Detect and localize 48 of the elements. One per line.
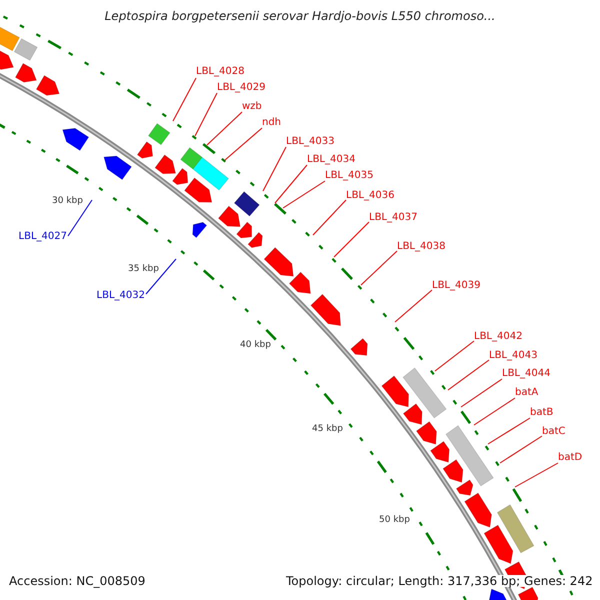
gene-label: LBL_4042 <box>474 331 522 343</box>
leader-line <box>500 436 542 464</box>
gene-label: LBL_4044 <box>502 368 550 380</box>
gene-label: LBL_4034 <box>307 154 356 166</box>
gene-label: ndh <box>262 117 282 129</box>
leader-line <box>172 78 196 122</box>
gene-label: batB <box>530 407 554 419</box>
leader-line <box>434 340 474 372</box>
gene-label: LBL_4027 <box>18 231 67 243</box>
leader-line <box>312 200 346 236</box>
gene-label: LBL_4035 <box>325 170 374 182</box>
leader-line <box>394 290 432 322</box>
gene-label: LBL_4033 <box>286 136 334 148</box>
leader-line <box>262 146 286 192</box>
gene-label: LBL_4036 <box>346 190 394 202</box>
scale-label: 45 kbp <box>312 423 343 435</box>
accession-text: Accession: NC_008509 <box>9 575 146 587</box>
gene-label: LBL_4037 <box>369 212 418 224</box>
leader-line <box>206 112 242 146</box>
gene-label: LBL_4039 <box>432 280 480 292</box>
leader-line <box>448 360 490 390</box>
gene-label: LBL_4043 <box>489 350 538 362</box>
gene-label: wzb <box>242 101 262 113</box>
leader-line <box>488 418 530 444</box>
map-title: Leptospira borgpetersenii serovar Hardjo-bovis L550 chromoso... <box>104 10 496 22</box>
scale-label: 50 kbp <box>379 514 410 526</box>
gene-label: LBL_4029 <box>217 82 266 94</box>
leader-line <box>474 398 516 426</box>
genome-summary: Topology: circular; Length: 317,336 bp; Genes: 242 <box>286 575 593 587</box>
leader-line <box>360 250 398 286</box>
leader-line <box>194 92 218 136</box>
leader-line <box>282 180 326 208</box>
leader-line <box>334 222 370 258</box>
scale-label: 40 kbp <box>240 339 271 351</box>
scale-label: 35 kbp <box>128 263 159 275</box>
leader-line <box>274 164 308 204</box>
gene-label: batA <box>515 387 538 399</box>
leader-line <box>460 378 502 408</box>
leader-line <box>146 258 176 294</box>
gene-label: LBL_4038 <box>397 241 446 253</box>
scale-label: 30 kbp <box>52 195 83 207</box>
gene-label: batC <box>542 426 566 438</box>
gene-label: LBL_4032 <box>96 290 145 302</box>
leader-line <box>514 462 558 488</box>
gene-label: LBL_4028 <box>196 66 244 78</box>
leader-line <box>224 128 262 160</box>
leader-line <box>68 200 92 236</box>
gene-label: batD <box>558 452 582 464</box>
